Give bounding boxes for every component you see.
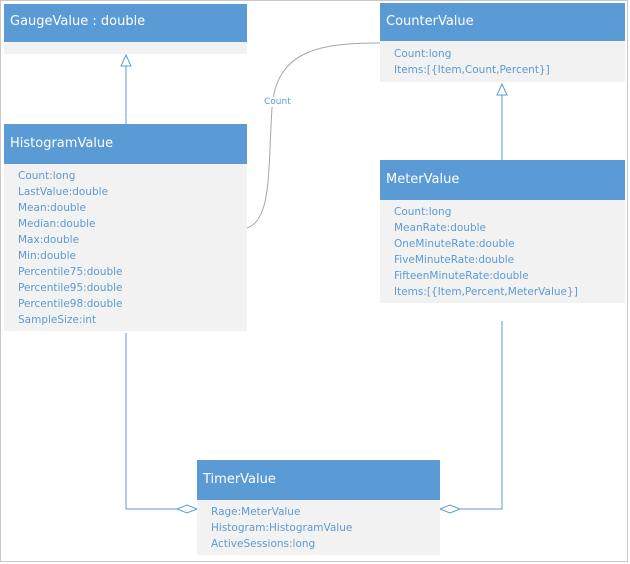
association-label-count: Count	[262, 97, 293, 107]
histogram-counter-association	[246, 42, 381, 229]
class-attribute: FiveMinuteRate:double	[394, 254, 515, 266]
timer-left-aggregation-diamond	[175, 504, 199, 514]
class-attribute: Percentile95:double	[18, 282, 123, 294]
class-title: MeterValue	[380, 160, 625, 200]
class-attribute: MeanRate:double	[394, 222, 487, 234]
counter-inheritance-arrowhead	[496, 82, 508, 96]
timer-right-aggregation-diamond	[438, 504, 462, 514]
class-attribute: SampleSize:int	[18, 314, 97, 326]
class-title: HistogramValue	[4, 124, 247, 164]
class-attribute: Percentile98:double	[18, 298, 123, 310]
class-title: CounterValue	[380, 3, 625, 41]
class-attribute: Percentile75:double	[18, 266, 123, 278]
class-title: GaugeValue : double	[4, 4, 247, 42]
class-attribute: LastValue:double	[18, 186, 109, 198]
class-attribute: Count:long	[18, 170, 76, 182]
class-attribute: Items:[{Item,Percent,MeterValue}]	[394, 286, 578, 298]
class-attribute: OneMinuteRate:double	[394, 238, 515, 250]
class-attribute: Rage:MeterValue	[211, 506, 301, 518]
class-attributes	[4, 42, 247, 54]
class-attribute: Count:long	[394, 206, 452, 218]
meter-timer-aggregation-line	[460, 321, 503, 510]
class-attribute: Median:double	[18, 218, 96, 230]
class-title: TimerValue	[197, 460, 440, 500]
class-gauge-value[interactable]: GaugeValue : double	[4, 4, 247, 54]
class-attribute: FifteenMinuteRate:double	[394, 270, 529, 282]
class-attribute: Count:long	[394, 48, 452, 60]
gauge-inheritance-arrowhead	[120, 53, 132, 67]
class-attribute: ActiveSessions:long	[211, 538, 316, 550]
class-attribute: Mean:double	[18, 202, 86, 214]
class-attribute: Items:[{Item,Count,Percent}]	[394, 64, 550, 76]
class-attribute: Min:double	[18, 250, 76, 262]
class-attribute: Max:double	[18, 234, 80, 246]
histogram-timer-aggregation-line	[125, 333, 177, 510]
class-attribute: Histogram:HistogramValue	[211, 522, 353, 534]
